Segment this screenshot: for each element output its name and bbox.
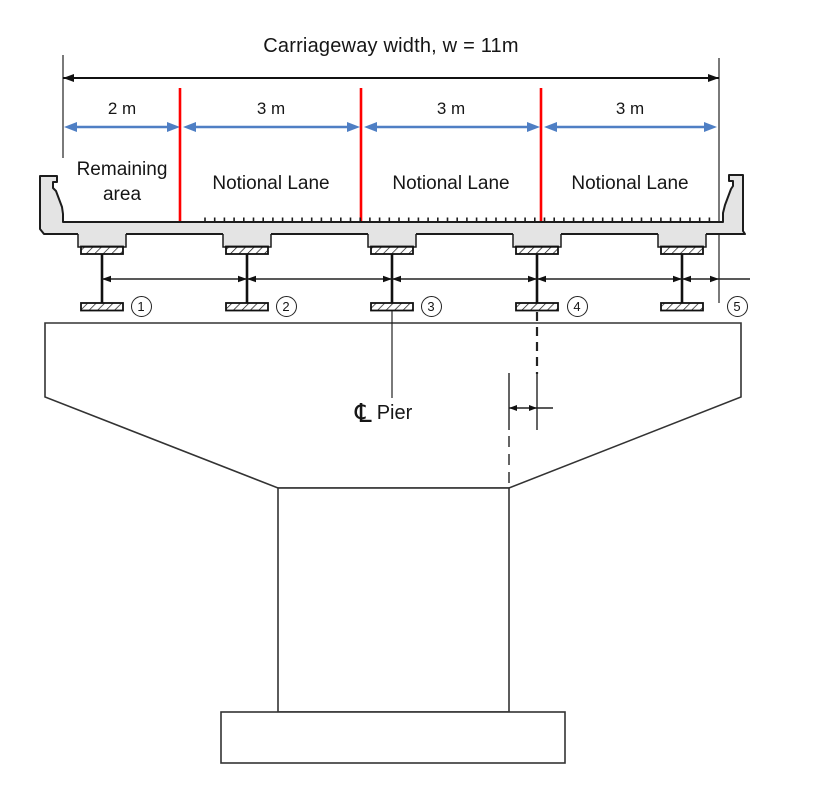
arrowhead-right-icon <box>708 74 719 82</box>
lane-width-label-3: 3 m <box>436 99 466 118</box>
figure-title: Carriageway width, w = 11m <box>263 35 519 57</box>
girder-number-badge-5: 5 <box>726 295 748 317</box>
top-flange <box>80 245 124 255</box>
girder-number-badge-3: 3 <box>420 295 442 317</box>
lane-width-label-4: 3 m <box>615 99 645 118</box>
deck-rebar-ticks <box>204 217 711 222</box>
lane-width-arrows <box>64 122 717 132</box>
girder-5 <box>657 233 707 312</box>
girder-number-badge-2: 2 <box>275 295 297 317</box>
girder-1 <box>77 233 127 312</box>
lane-name-notional-3: Notional Lane <box>571 173 689 194</box>
centerline-symbol-icon: ℄ <box>355 398 372 428</box>
girder-4 <box>512 233 562 312</box>
girder-3 <box>367 233 417 312</box>
lane-name-notional-1: Notional Lane <box>212 173 330 194</box>
pier-label-text: Pier <box>376 401 413 424</box>
girder-number-badge-1: 1 <box>130 295 152 317</box>
lane-name-notional-2: Notional Lane <box>392 173 510 194</box>
lane-width-label-2: 3 m <box>256 99 286 118</box>
pier-centerline-label: ℄ Pier <box>355 397 412 429</box>
bottom-flange <box>80 302 124 312</box>
lane-name-remaining-area: Remaining area <box>76 159 168 205</box>
lane-divider-lines <box>178 88 543 222</box>
eccentricity-annotation <box>508 312 553 489</box>
girder-spacing-dimension <box>102 275 750 283</box>
pier-footing <box>220 711 566 764</box>
pier-column <box>277 487 510 713</box>
carriageway-dimension <box>62 55 720 303</box>
arrowhead-left-icon <box>63 74 74 82</box>
deck-slab <box>39 174 746 235</box>
lane-width-label-1: 2 m <box>107 99 137 118</box>
girder-number-badge-4: 4 <box>566 295 588 317</box>
girder-2 <box>222 233 272 312</box>
